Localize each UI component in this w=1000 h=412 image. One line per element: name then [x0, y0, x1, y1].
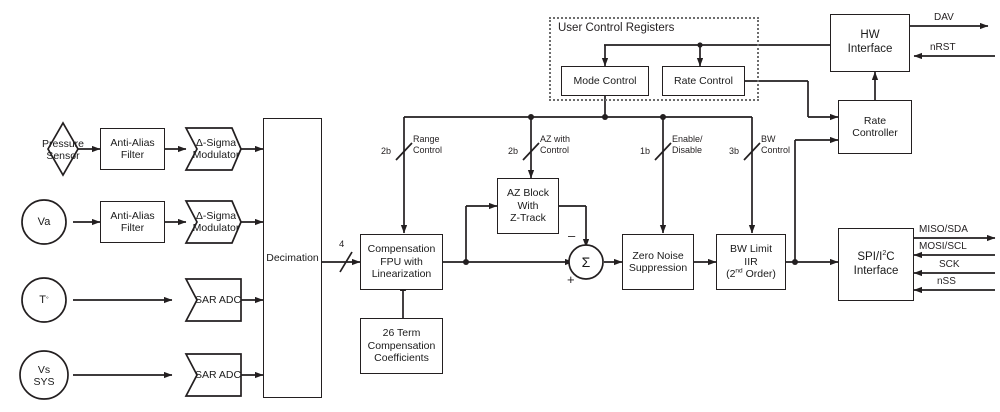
compensation-coefficients-block: 26 Term Compensation Coefficients: [360, 318, 443, 374]
va-source-block: Va: [37, 215, 51, 228]
temperature-source-block: T°: [39, 293, 49, 306]
anti-alias-filter-1-block: Anti-Alias Filter: [100, 128, 165, 170]
pressure-sensor-block: Pressure Sensor: [41, 137, 84, 162]
bus-width-label: 4: [339, 239, 345, 250]
tap-bits-bw: 3b: [729, 146, 740, 156]
pressure-sensor-shape: [47, 121, 79, 177]
tap-name-az: AZ with Control: [540, 134, 571, 155]
pin-miso-sda-label: MISO/SDA: [919, 224, 968, 235]
bw-limit-line2: IIR: [744, 255, 758, 268]
mode-control-block[interactable]: Mode Control: [561, 66, 649, 96]
vs-sys-source-block: Vs SYS: [33, 363, 55, 388]
tap-name-range: Range Control: [413, 134, 443, 155]
delta-sigma-modulator-2-block: Δ-Sigma Modulator: [192, 209, 240, 234]
delta-sigma-modulator-1-block: Δ-Sigma Modulator: [192, 136, 240, 161]
anti-alias-filter-2-block: Anti-Alias Filter: [100, 201, 165, 243]
vs-sys-source-shape: [19, 350, 69, 400]
tap-name-enable: Enable/ Disable: [672, 134, 703, 155]
pin-dav-label: DAV: [934, 12, 954, 23]
temp-source-shape: [21, 277, 67, 323]
sar-adc-1-shape: [184, 278, 242, 322]
delta-sigma-modulator-1-shape: [184, 127, 242, 171]
compensation-fpu-block: Compensation FPU with Linearization: [360, 234, 443, 290]
bw-limit-iir-block: BW Limit IIR (2nd Order): [716, 234, 786, 290]
sar-adc-2-shape: [184, 353, 242, 397]
rate-control-block[interactable]: Rate Control: [662, 66, 745, 96]
spi-i2c-interface-block: SPI/I2C Interface: [838, 228, 914, 301]
tap-name-bw: BW Control: [761, 134, 791, 155]
summing-junction-symbol: Σ: [581, 253, 591, 270]
user-control-registers-label: User Control Registers: [558, 22, 675, 34]
zero-noise-suppression-block: Zero Noise Suppression: [622, 234, 694, 290]
hw-interface-block: HW Interface: [830, 14, 910, 72]
sum-minus-sign: –: [568, 228, 576, 243]
sar-adc-1-block: SAR ADC: [194, 293, 242, 306]
pin-mosi-scl-label: MOSI/SCL: [919, 241, 967, 252]
tap-bits-enable: 1b: [640, 146, 651, 156]
va-source-shape: [21, 199, 67, 245]
spi-line1: SPI/I2C: [857, 249, 895, 263]
pin-sck-label: SCK: [939, 259, 960, 270]
az-block-z-track-block: AZ Block With Z-Track: [497, 178, 559, 234]
sum-plus-sign: +: [567, 272, 575, 287]
temp-label: T: [39, 293, 46, 306]
bw-limit-line3: (2nd Order): [726, 267, 776, 281]
tap-bits-range: 2b: [381, 146, 392, 156]
sar-adc-2-block: SAR ADC: [194, 368, 242, 381]
user-control-registers-group: [549, 17, 759, 101]
delta-sigma-modulator-2-shape: [184, 200, 242, 244]
spi-line2: Interface: [853, 264, 899, 277]
summing-junction-shape: [568, 244, 604, 280]
bw-limit-line1: BW Limit: [730, 243, 772, 256]
decimation-block: Decimation: [263, 118, 322, 398]
pin-nrst-label: nRST: [930, 42, 956, 53]
rate-controller-block: Rate Controller: [838, 100, 912, 154]
tap-bits-az: 2b: [508, 146, 519, 156]
pin-nss-label: nSS: [937, 276, 956, 287]
